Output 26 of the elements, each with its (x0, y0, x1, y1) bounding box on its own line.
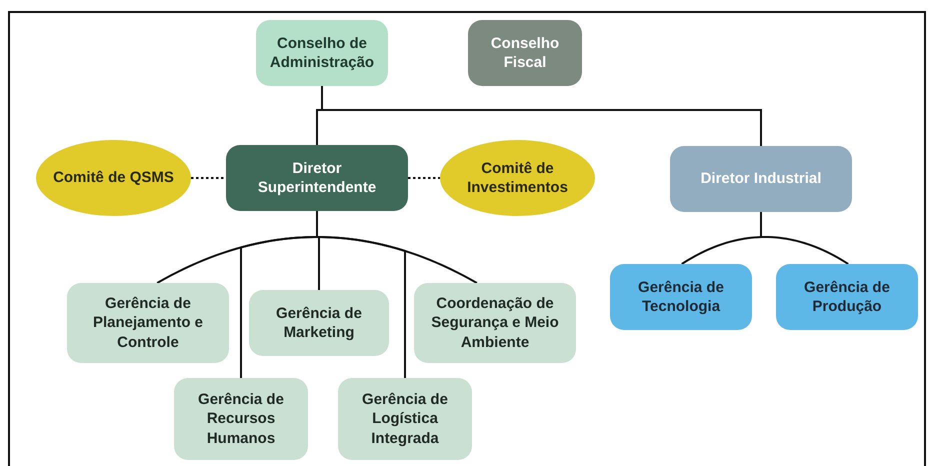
org-unit-box (174, 378, 308, 460)
dotted-connector (408, 177, 440, 179)
org-unit-box (338, 378, 472, 460)
dotted-connector (191, 177, 226, 179)
unit-name: Coordenação de Segurança e Meio Ambiente (430, 294, 560, 352)
org-unit-box (610, 264, 752, 330)
org-unit-box (670, 146, 852, 212)
org-unit-box (67, 283, 229, 363)
unit-name: Gerência de Recursos Humanos (197, 390, 285, 448)
org-unit-box (776, 264, 918, 330)
unit-name: Comitê de QSMS (52, 168, 175, 188)
unit-name: Comitê de Investimentos (466, 158, 569, 198)
unit-name: Diretor Industrial (700, 169, 822, 189)
unit-name: Gerência de Marketing (275, 304, 363, 342)
unit-name: Conselho Fiscal (490, 34, 560, 72)
org-unit-box (468, 20, 582, 86)
org-unit-box (256, 20, 388, 86)
unit-name: Gerência de Tecnologia (637, 278, 725, 316)
unit-name: Diretor Superintendente (256, 158, 378, 198)
org-unit-box (226, 145, 408, 211)
org-unit-box (414, 283, 576, 363)
unit-name: Gerência de Produção (803, 278, 891, 316)
unit-name: Gerência de Logística Integrada (361, 390, 449, 448)
unit-name: Gerência de Planejamento e Controle (92, 294, 204, 352)
org-unit-box (249, 290, 389, 356)
unit-name: Conselho de Administração (268, 34, 376, 72)
